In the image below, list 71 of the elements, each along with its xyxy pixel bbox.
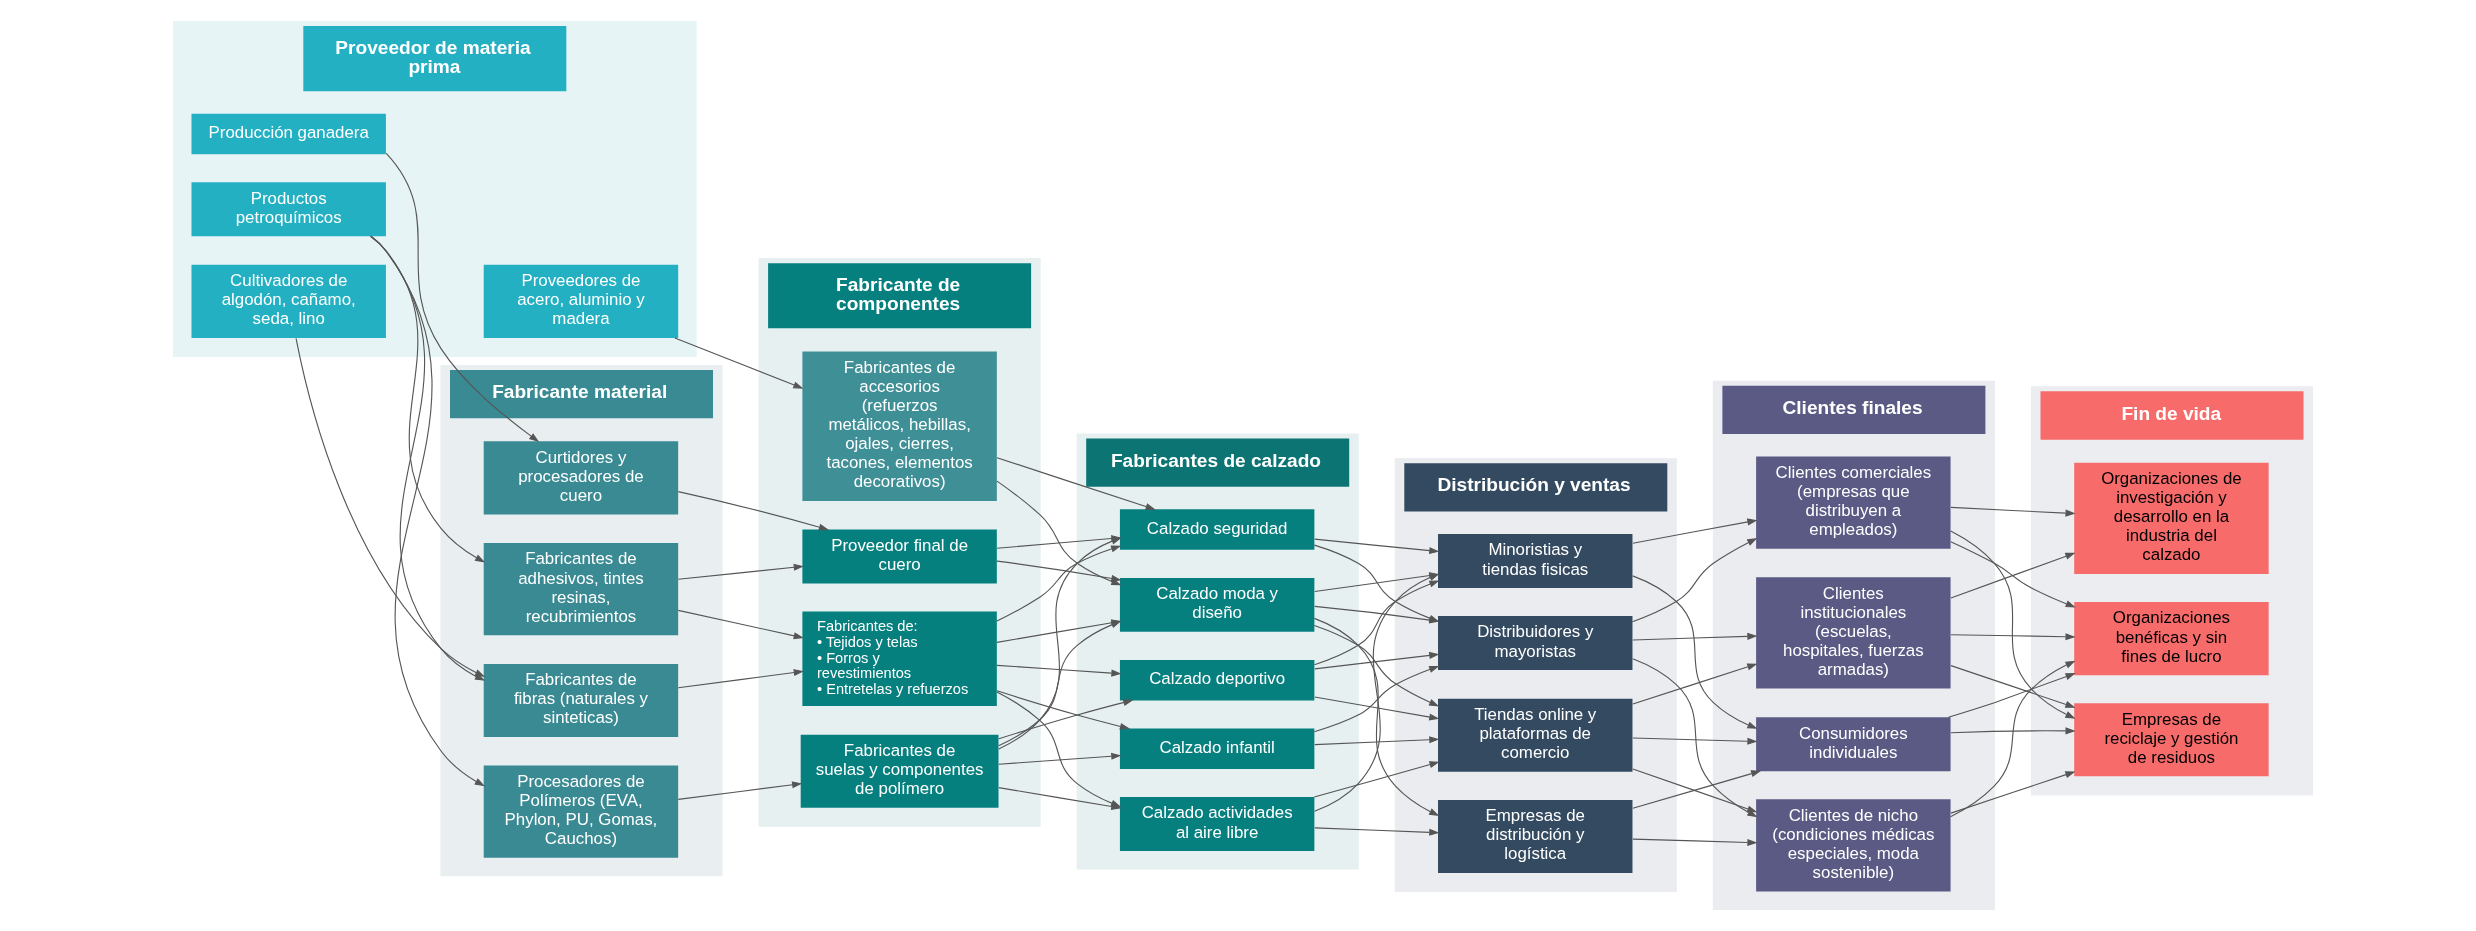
arrow [385,152,539,443]
node-box: Proveedores de acero, aluminio y madera [483,264,678,338]
node-box: Cultivadores de algodón, cañamo, seda, lino [190,264,386,338]
node-box: Clientes de nicho (condiciones médicas especiales, moda sostenible) [1755,799,1951,892]
arrow [673,337,803,389]
arrow [1313,624,1439,707]
node-box: Fabricantes de adhesivos, tintes resinas, recubrimientos [483,543,678,636]
arrow [995,691,1121,807]
node-box: Calzado deportivo [1119,659,1314,701]
node-box: Empresas de distribución y logística [1437,799,1632,873]
arrow [1949,660,2076,818]
arrow [1631,575,1757,729]
node-box: Minoristias y tiendas fisicas [1437,534,1632,588]
arrow [1949,530,2075,719]
arrow [1313,827,1439,836]
arrow [997,752,1121,765]
arrow [677,669,804,689]
node-box: Proveedor final de cuero [801,529,997,584]
arrow [1949,552,2075,599]
node-box: Clientes institucionales (escuelas, hospitales, fuerzas armadas) [1755,577,1951,689]
node-box: Consumidores individuales [1755,717,1951,772]
arrow [1313,696,1439,721]
arrow [295,337,485,677]
arrow [997,699,1133,740]
arrow [1313,538,1439,555]
node-box: Calzado moda y diseño [1119,577,1314,632]
node-box: Empresas de reciclaje y gestión de residuos [2073,703,2269,777]
arrow [1949,506,2076,517]
arrow [1313,761,1440,798]
node-box: Organizaciones benéficas y sin fines de lucro [2073,602,2269,676]
arrow [677,609,804,640]
node-box: Clientes comerciales (empresas que distribuyen a empleados) [1755,456,1951,549]
node-box: Fabricantes de suelas y componentes de polímero [800,734,998,808]
node-box: Organizaciones de investigación y desarrollo en la industria del calzado [2073,462,2269,574]
arrow [677,781,802,800]
arrow [1313,736,1439,746]
arrow [1313,666,1439,733]
arrow [995,690,1130,730]
node-box: Tiendas online y plataformas de comercio [1437,698,1632,772]
arrow [1631,632,1757,641]
node-box: Producción ganadera [190,113,386,155]
node-box: Fabricantes de accesorios (refuerzos metálicos, hebillas, ojales, cierres, tacones, elementos decorativos) [801,351,997,501]
node-box: Distribuidores y mayoristas [1437,616,1632,671]
node-box: Calzado seguridad [1119,509,1314,550]
arrow [1313,651,1439,670]
arrow [1631,737,1757,745]
arrow [370,235,485,787]
node-box: Curtidores y procesadores de cuero [483,441,678,515]
arrow [1949,541,2076,608]
arrow [1631,838,1757,846]
arrow [1949,665,2075,708]
arrow [1631,518,1757,544]
arrow [1949,771,2075,814]
node-box: Fabricantes de: • Tejidos y telas • Forros y revestimientos • Entretelas y refuerzos [801,611,997,707]
arrow [369,235,485,563]
arrow [1631,658,1757,818]
arrow [1631,538,1757,623]
arrow [996,664,1121,677]
arrow [1949,633,2076,641]
arrow [370,235,485,681]
node-box: Fabricantes de fibras (naturales y sinteticas) [483,663,678,737]
node-box: Procesadores de Polímeros (EVA, Phylon, PU, Gomas, Cauchos) [483,765,678,858]
arrow [677,491,829,531]
node-box: Productos petroquímicos [190,182,386,237]
arrow [677,563,804,580]
arrow [1947,673,2076,718]
arrow [1949,727,2076,735]
node-box: Calzado actividades al aire libre [1119,797,1314,852]
arrow [1631,663,1757,705]
arrow [996,457,1156,510]
node-box: Calzado infantil [1119,728,1314,769]
